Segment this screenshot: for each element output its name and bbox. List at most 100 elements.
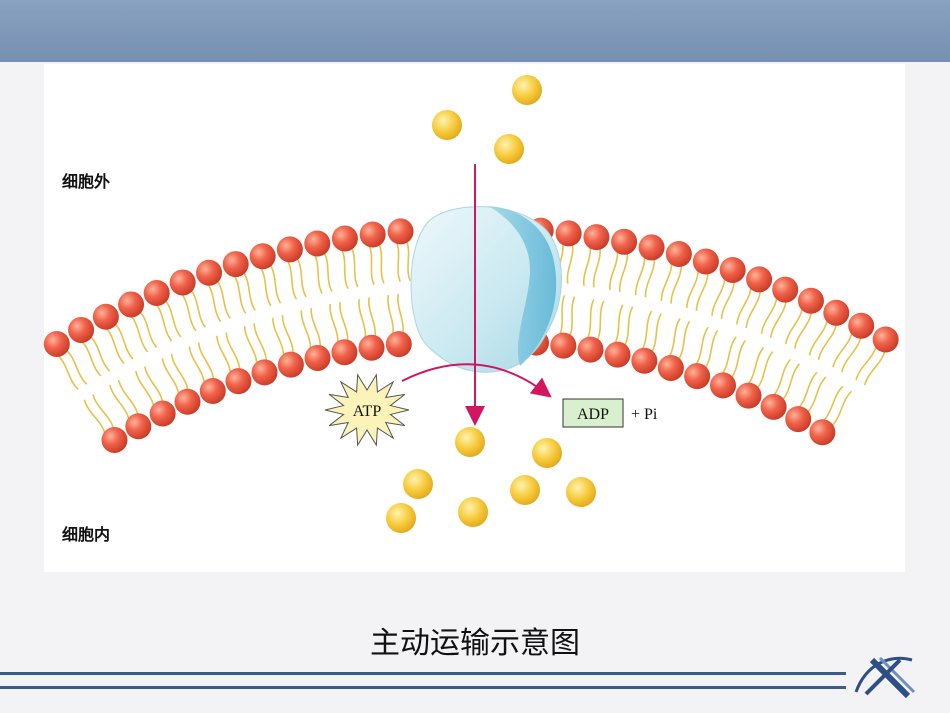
phospholipid-head xyxy=(684,363,711,390)
atp-label: ATP xyxy=(353,403,382,420)
lipid-tail xyxy=(784,307,804,345)
lipid-tail xyxy=(769,300,787,338)
lipid-tail xyxy=(566,243,574,284)
lipid-tail xyxy=(358,298,367,339)
lipid-tail xyxy=(65,349,88,385)
phospholipid-head xyxy=(719,256,746,283)
lipid-tail xyxy=(635,256,646,296)
phospholipid-head xyxy=(746,266,773,293)
phospholipid-head xyxy=(577,336,604,363)
lipid-tail xyxy=(130,315,149,353)
solute-particle xyxy=(458,497,488,527)
header-band xyxy=(0,0,950,62)
lipid-tail xyxy=(660,262,673,302)
lipid-tail xyxy=(641,310,653,351)
phospholipid-head xyxy=(68,316,95,343)
lipid-tail xyxy=(695,272,709,311)
lipid-tail xyxy=(831,390,853,427)
figure-caption: 主动运输示意图 xyxy=(370,626,580,661)
lipid-tail xyxy=(704,329,719,369)
phospholipid-head xyxy=(760,393,787,420)
extracellular-label: 细胞外 xyxy=(62,172,111,191)
lipid-tail xyxy=(329,304,339,344)
lipid-tail xyxy=(806,376,827,414)
lipid-tail xyxy=(139,310,158,349)
phospholipid-head xyxy=(385,331,412,358)
lipid-tail xyxy=(92,394,115,430)
phospholipid-head xyxy=(149,400,176,427)
phospholipid-head xyxy=(143,279,170,306)
adp-box: ADP + Pi xyxy=(562,398,658,428)
phospholipid-head xyxy=(358,334,385,361)
solute-particle xyxy=(403,469,433,499)
lipid-tail xyxy=(609,250,619,291)
lipid-tail xyxy=(368,297,377,338)
carrier-protein xyxy=(410,206,562,373)
lipid-tail xyxy=(613,304,624,345)
lipid-tail xyxy=(558,295,566,336)
lipid-tail xyxy=(339,302,349,342)
lipid-tail xyxy=(841,336,862,373)
lipid-tail xyxy=(395,241,401,282)
lipid-tail xyxy=(180,293,197,332)
solute-particle xyxy=(494,134,524,164)
phospholipid-head xyxy=(550,332,577,359)
lipid-tail xyxy=(368,244,375,286)
lipid-tails xyxy=(57,240,886,435)
lipid-tail xyxy=(397,293,404,334)
lipid-tail xyxy=(206,283,222,323)
phospholipid-head xyxy=(735,382,762,409)
solute-particle xyxy=(386,503,416,533)
lipid-tail xyxy=(781,363,801,401)
lipid-tail xyxy=(216,280,231,319)
lipid-tail xyxy=(350,247,359,288)
lipid-tail xyxy=(243,326,258,365)
lipid-tail xyxy=(677,320,691,361)
lipid-tail xyxy=(286,259,298,300)
lipid-tail xyxy=(668,318,681,358)
solute-particle xyxy=(532,438,562,468)
lipid-tail xyxy=(736,286,752,325)
lipid-tail xyxy=(772,358,792,397)
lipid-tail xyxy=(797,371,818,409)
lipid-tail xyxy=(114,322,134,360)
phospholipid-head xyxy=(304,344,331,371)
lipid-tail xyxy=(832,331,853,368)
phospholipid-head xyxy=(196,259,223,286)
lipid-tail xyxy=(83,399,106,435)
lipid-tail xyxy=(405,240,411,282)
lipid-tail xyxy=(269,264,282,304)
lipid-tail xyxy=(623,306,634,347)
lipid-tail xyxy=(225,332,241,371)
phospholipid-head xyxy=(785,406,812,433)
lipid-tail xyxy=(300,310,312,350)
phospholipid-head xyxy=(277,351,304,378)
lipid-tail xyxy=(650,313,662,353)
lipid-tail xyxy=(272,317,285,357)
lipid-tail xyxy=(618,252,629,292)
phospholipid-head xyxy=(304,230,331,257)
phospholipid-head xyxy=(631,347,658,374)
lipid-tail xyxy=(378,243,385,284)
lipid-tail xyxy=(135,370,155,407)
phospholipid-head xyxy=(331,339,358,366)
logo-mark xyxy=(854,656,916,699)
phospholipid-head xyxy=(583,224,610,251)
lipid-tail xyxy=(586,299,595,340)
solute-particle xyxy=(432,110,462,140)
lipid-tail xyxy=(863,350,886,386)
lipid-tail xyxy=(808,319,829,356)
solute-particle xyxy=(510,475,540,505)
lipid-tail xyxy=(817,323,838,360)
lipid-tail xyxy=(161,358,180,395)
phospholipid-head xyxy=(118,291,145,318)
lipid-tail xyxy=(794,311,813,349)
phospholipid-head xyxy=(249,243,276,270)
footer-rule-bottom xyxy=(0,686,846,689)
lipid-tail xyxy=(216,335,232,374)
lipid-tail xyxy=(233,274,247,314)
lipid-tail xyxy=(89,335,111,372)
phospholipid-head xyxy=(823,299,850,326)
lipid-tail xyxy=(745,290,762,329)
